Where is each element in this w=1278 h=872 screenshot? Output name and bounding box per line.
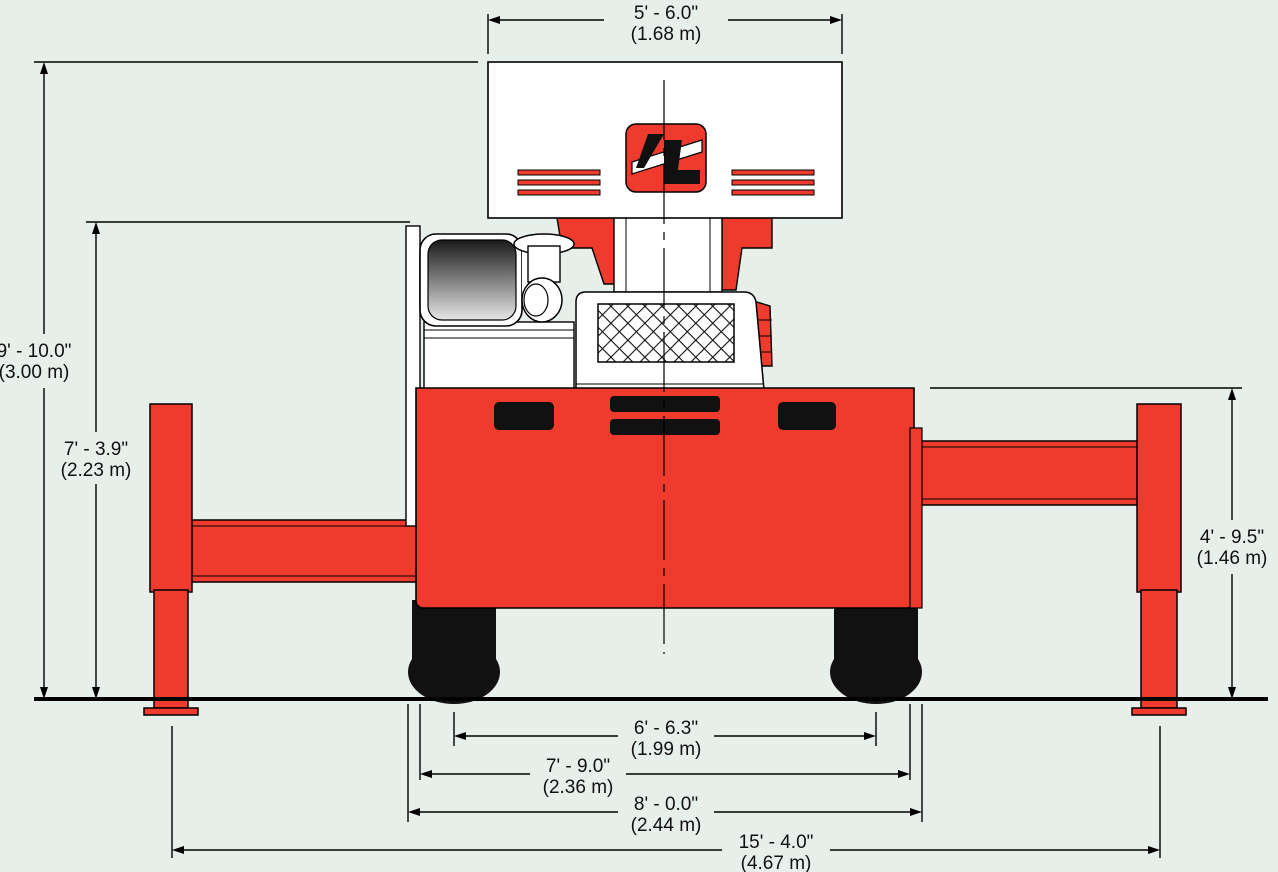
left-outrigger-beam xyxy=(189,519,421,583)
cab-height-metric: (2.23 m) xyxy=(61,460,132,481)
radiator-grille xyxy=(597,303,735,363)
width-outer-metric: (2.44 m) xyxy=(631,815,702,836)
outrigger-spread-imperial: 15' - 4.0" xyxy=(739,832,814,853)
dimension-cab-height: 7' - 3.9" (2.23 m) xyxy=(61,221,410,699)
right-outrigger-foot xyxy=(1131,707,1187,716)
outrigger-spread-metric: (4.67 m) xyxy=(741,853,812,872)
cab-height-imperial: 7' - 3.9" xyxy=(64,439,128,460)
engine-housing xyxy=(419,233,575,393)
dimension-body-height: 4' - 9.5" (1.46 m) xyxy=(930,387,1268,699)
left-tire xyxy=(408,600,500,704)
width-inner-imperial: 7' - 9.0" xyxy=(546,756,610,777)
body-height-imperial: 4' - 9.5" xyxy=(1200,527,1264,548)
right-headlight xyxy=(778,402,836,430)
total-height-imperial: 9' - 10.0" xyxy=(0,341,71,362)
right-outrigger-leg xyxy=(1136,403,1182,593)
dimension-total-height: 9' - 10.0" (3.00 m) xyxy=(0,61,478,699)
right-vent-stripes xyxy=(731,169,815,196)
top-platform-box xyxy=(487,61,843,219)
wheel-track-imperial: 6' - 6.3" xyxy=(634,718,698,739)
center-slot-lower xyxy=(610,419,720,435)
center-slot-upper xyxy=(610,396,720,412)
total-height-metric: (3.00 m) xyxy=(0,362,69,383)
right-outrigger-beam xyxy=(911,440,1141,506)
dimension-top-width: 5' - 6.0" (1.68 m) xyxy=(487,3,843,54)
left-outrigger-foot xyxy=(143,707,199,716)
top-width-metric: (1.68 m) xyxy=(631,24,702,45)
left-outrigger-leg xyxy=(149,403,193,593)
wheel-track-metric: (1.99 m) xyxy=(631,739,702,760)
right-tire xyxy=(830,600,922,704)
left-headlight xyxy=(494,402,554,430)
mast-support xyxy=(555,211,773,367)
top-width-imperial: 5' - 6.0" xyxy=(634,3,698,24)
main-chassis xyxy=(415,387,923,609)
brand-logo-icon xyxy=(625,123,707,193)
width-outer-imperial: 8' - 0.0" xyxy=(634,794,698,815)
radiator-housing xyxy=(575,291,765,391)
left-vent-stripes xyxy=(517,169,601,196)
dimension-outrigger-spread: 15' - 4.0" (4.67 m) xyxy=(172,832,1160,872)
body-height-metric: (1.46 m) xyxy=(1197,548,1268,569)
machine xyxy=(143,61,1187,716)
dimension-wheel-track: 6' - 6.3" (1.99 m) xyxy=(454,718,876,760)
width-inner-metric: (2.36 m) xyxy=(543,777,614,798)
dimension-width-inner: 7' - 9.0" (2.36 m) xyxy=(420,756,910,798)
dimension-width-outer: 8' - 0.0" (2.44 m) xyxy=(408,794,922,836)
